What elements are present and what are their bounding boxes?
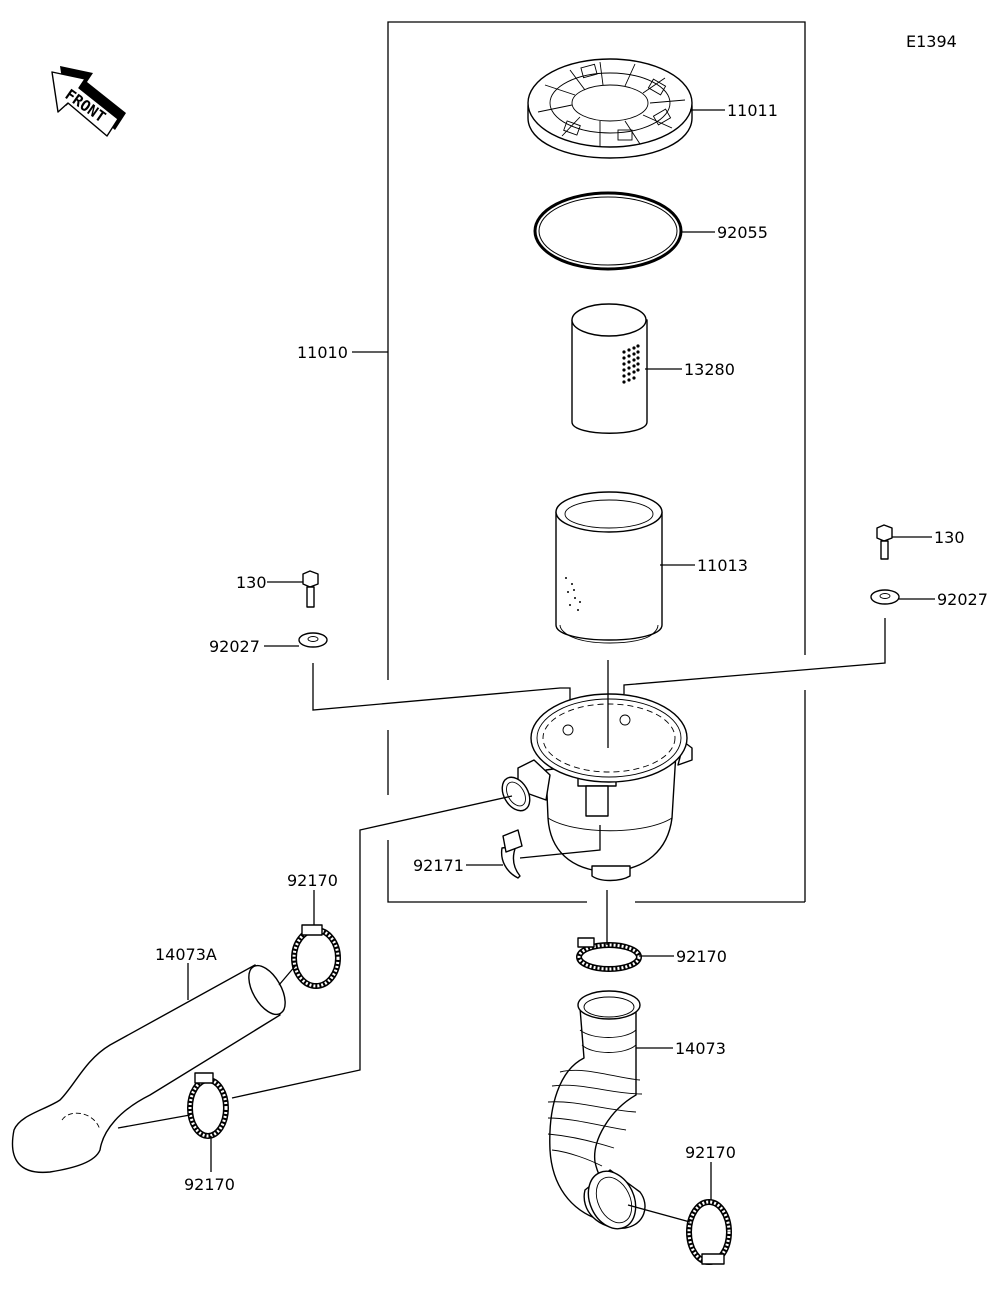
part-label-14073: 14073 [675,1039,726,1058]
leader-inlet-14073A [231,795,513,1099]
part-label-92027-left: 92027 [209,637,260,656]
bolt-130-right [876,524,893,560]
part-label-11011: 11011 [727,101,778,120]
hose-clamp-92170-lower-right [686,1199,732,1265]
part-label-11013: 11013 [697,556,748,575]
part-label-92027-right: 92027 [937,590,988,609]
part-label-92055: 92055 [717,223,768,242]
air-cleaner-housing [501,693,693,882]
hose-clamp-92170-upper-left [291,924,341,989]
part-label-92170-upper-left: 92170 [287,871,338,890]
part-label-92170-center: 92170 [676,947,727,966]
filter-element-13280 [571,303,648,434]
leader-right-bolt [623,618,886,694]
hose-clamp-92170-lower-left [187,1072,229,1139]
leader-left-bolt [312,663,571,711]
clip-92171 [500,829,523,879]
cover-11011 [527,58,693,159]
washer-92027-right [870,589,900,605]
part-label-13280: 13280 [684,360,735,379]
washer-92027-left [298,632,328,648]
intake-duct-14073A [11,964,286,1174]
bellows-hose-14073 [547,990,646,1230]
part-label-14073A: 14073A [155,945,217,964]
filter-element-11013 [555,491,663,644]
front-arrow-icon: FRONT [51,66,126,137]
hose-clamp-92170-center [576,937,642,972]
part-label-92170-lower-left: 92170 [184,1175,235,1194]
part-label-92171: 92171 [413,856,464,875]
assembly-bracket-11010 [352,21,806,903]
o-ring-92055 [533,191,683,271]
part-label-130-left: 130 [236,573,267,592]
bolt-130-left [302,570,319,608]
diagram-id: E1394 [906,32,957,51]
part-label-130-right: 130 [934,528,965,547]
part-label-92170-lower-right: 92170 [685,1143,736,1162]
part-label-11010: 11010 [297,343,348,362]
